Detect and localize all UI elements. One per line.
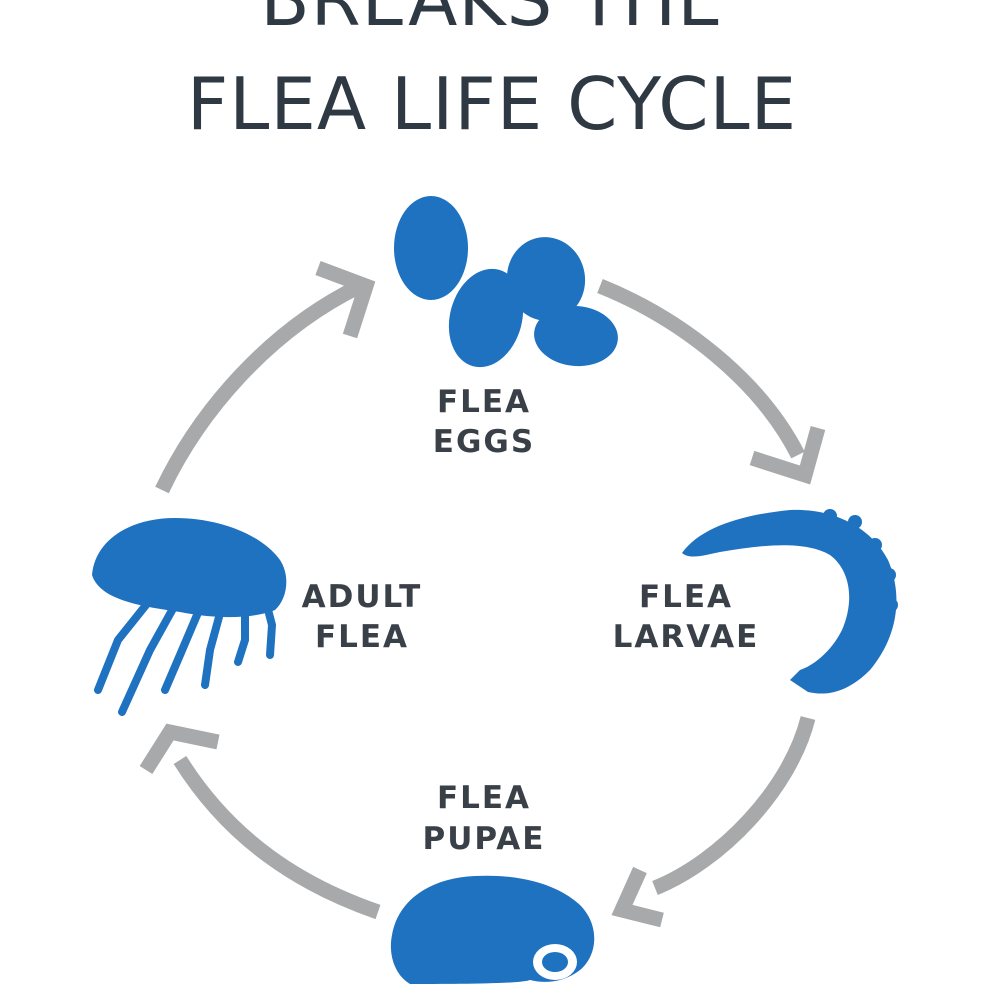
stage-label-adult-line2: FLEA (315, 619, 409, 655)
arrow-eggs-to-larvae-icon (597, 279, 826, 485)
stage-label-larvae-line2: LARVAE (613, 619, 760, 655)
stage-label-eggs: FLEA EGGS (433, 384, 535, 460)
stage-label-pupae-line1: FLEA (437, 780, 531, 816)
arrow-pupae-to-adult-icon (139, 723, 381, 920)
title-line-1: BREAKS THE (260, 0, 724, 42)
stage-label-adult: ADULT FLEA (302, 579, 423, 655)
stage-label-eggs-line2: EGGS (433, 424, 535, 460)
adult-flea-icon (92, 518, 287, 716)
stage-label-larvae-line1: FLEA (639, 579, 733, 615)
title-line-2: FLEA LIFE CYCLE (186, 62, 798, 146)
flea-larva-icon (682, 509, 898, 694)
arrow-larvae-to-pupae-icon (611, 716, 816, 928)
stage-label-adult-line1: ADULT (302, 579, 423, 615)
stage-label-larvae: FLEA LARVAE (613, 579, 760, 655)
flea-pupa-icon (390, 875, 595, 984)
cycle-arrows (139, 260, 826, 928)
stage-label-eggs-line1: FLEA (437, 384, 531, 420)
flea-eggs-icon (394, 196, 618, 368)
arrow-adult-to-eggs-icon (155, 260, 376, 494)
stage-label-pupae-line2: PUPAE (423, 821, 546, 857)
stage-label-pupae: FLEA PUPAE (423, 780, 546, 857)
